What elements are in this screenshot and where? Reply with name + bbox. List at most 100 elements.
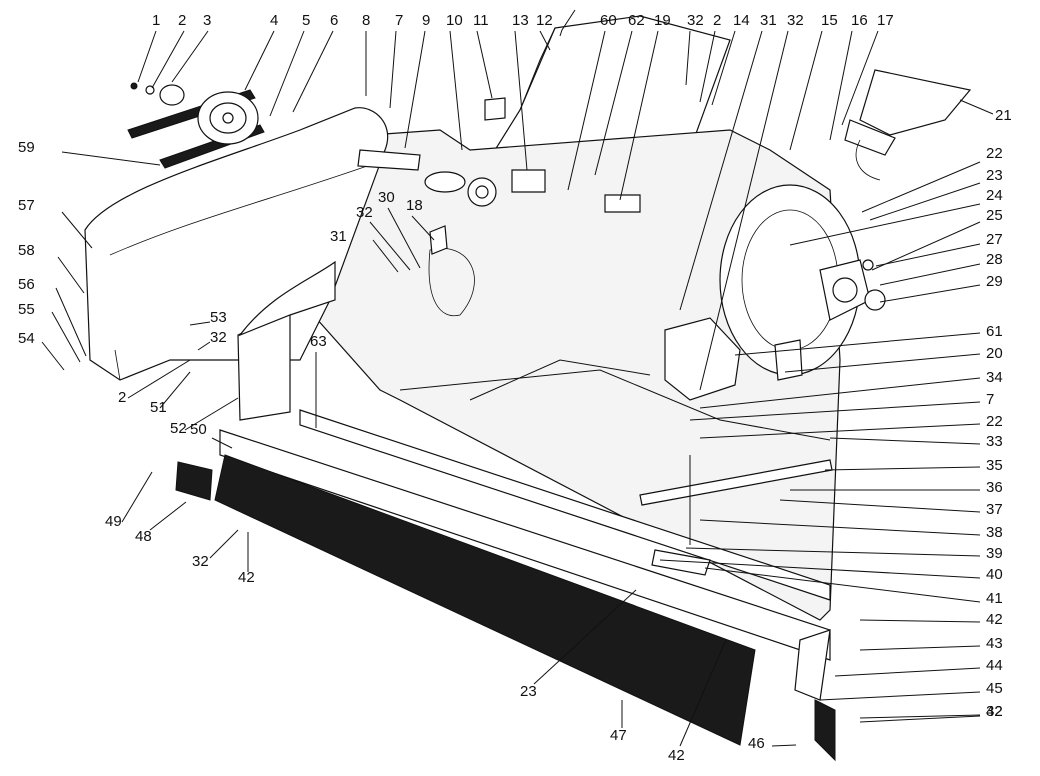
callout-leader-line	[879, 263, 981, 286]
callout-number: 38	[986, 524, 1003, 541]
callout-leader-line	[292, 30, 334, 113]
callout-number: 62	[628, 12, 645, 29]
callout-number: 32	[986, 703, 1003, 720]
callout-leader-line	[411, 215, 435, 241]
callout-leader-line	[869, 182, 981, 221]
callout-leader-line	[151, 30, 185, 89]
bearing-flange	[819, 259, 886, 321]
callout-number: 47	[610, 727, 627, 744]
callout-number: 31	[330, 228, 347, 245]
callout-leader-line	[689, 401, 981, 421]
callout-leader-line	[699, 377, 981, 409]
callout-leader-line	[711, 30, 736, 106]
callout-number: 2	[178, 12, 186, 29]
callout-number: 1	[152, 12, 160, 29]
callout-number: 5	[302, 12, 310, 29]
callout-number: 6	[330, 12, 338, 29]
callout-number: 23	[520, 683, 537, 700]
callout-number: 14	[733, 12, 750, 29]
callout-number: 32	[687, 12, 704, 29]
callout-leader-line	[699, 30, 716, 103]
callout-leader-line	[789, 30, 823, 151]
callout-leader-line	[771, 744, 797, 747]
callout-number: 45	[986, 680, 1003, 697]
callout-leader-line	[404, 30, 426, 149]
callout-number: 48	[135, 528, 152, 545]
callout-leader-line	[127, 359, 191, 399]
callout-number: 34	[986, 369, 1003, 386]
callout-number: 17	[877, 12, 894, 29]
callout-leader-line	[779, 499, 981, 513]
callout-leader-line	[959, 99, 994, 115]
callout-number: 33	[986, 433, 1003, 450]
callout-number: 4	[270, 12, 278, 29]
callout-leader-line	[449, 30, 463, 151]
callout-leader-line	[55, 287, 87, 357]
callout-number: 7	[395, 12, 403, 29]
callout-leader-line	[679, 30, 763, 311]
callout-leader-line	[539, 30, 551, 51]
callout-leader-line	[57, 256, 85, 294]
callout-number: 29	[986, 273, 1003, 290]
callout-number: 12	[536, 12, 553, 29]
callout-leader-line	[859, 619, 981, 623]
callout-number: 15	[821, 12, 838, 29]
callout-leader-line	[619, 30, 659, 201]
callout-number: 23	[986, 167, 1003, 184]
callout-leader-line	[41, 341, 65, 371]
callout-number: 44	[986, 657, 1003, 674]
callout-leader-line	[789, 203, 981, 246]
callout-number: 8	[362, 12, 370, 29]
callout-leader-line	[784, 353, 981, 373]
belt-and-pulley	[127, 82, 265, 169]
scraper-assembly	[175, 409, 836, 762]
callout-number: 10	[446, 12, 463, 29]
callout-leader-line	[121, 471, 153, 523]
callout-leader-line	[211, 437, 233, 449]
callout-number: 49	[105, 513, 122, 530]
callout-number: 63	[310, 333, 327, 350]
callout-number: 19	[654, 12, 671, 29]
callout-leader-line	[699, 519, 981, 536]
callout-leader-line	[244, 30, 275, 91]
callout-number: 22	[986, 145, 1003, 162]
shaft-parts	[357, 97, 641, 255]
callout-leader-line	[184, 397, 239, 431]
callout-leader-line	[372, 239, 399, 273]
callout-number: 2	[713, 12, 721, 29]
callout-number: 61	[986, 323, 1003, 340]
callout-leader-line	[189, 321, 211, 326]
callout-leader-line	[369, 221, 411, 271]
callout-number: 42	[986, 703, 1003, 720]
callout-number: 7	[986, 391, 994, 408]
callout-number: 36	[986, 479, 1003, 496]
callout-number: 56	[18, 276, 35, 293]
callout-leader-line	[476, 30, 493, 99]
callout-leader-line	[829, 437, 981, 445]
callout-leader-line	[533, 589, 637, 685]
callout-number: 42	[238, 569, 255, 586]
callout-leader-line	[387, 207, 421, 269]
callout-number: 54	[18, 330, 35, 347]
callout-number: 42	[668, 747, 685, 764]
callout-number: 42	[986, 611, 1003, 628]
callout-leader-line	[514, 30, 528, 171]
callout-leader-line	[137, 30, 157, 83]
callout-leader-line	[209, 529, 239, 559]
callout-leader-line	[875, 243, 981, 267]
callout-leader-line	[61, 211, 93, 249]
callout-number: 3	[203, 12, 211, 29]
callout-leader-line	[51, 311, 81, 363]
callout-number: 18	[406, 197, 423, 214]
callout-leader-line	[859, 715, 981, 723]
callout-number: 2	[118, 389, 126, 406]
callout-number: 51	[150, 399, 167, 416]
callout-number: 58	[18, 242, 35, 259]
adjustment-rods	[639, 455, 833, 576]
callout-number: 57	[18, 197, 35, 214]
callout-number: 16	[851, 12, 868, 29]
callout-leader-line	[699, 30, 789, 391]
callout-leader-line	[685, 30, 691, 86]
callout-leader-line	[389, 30, 397, 109]
